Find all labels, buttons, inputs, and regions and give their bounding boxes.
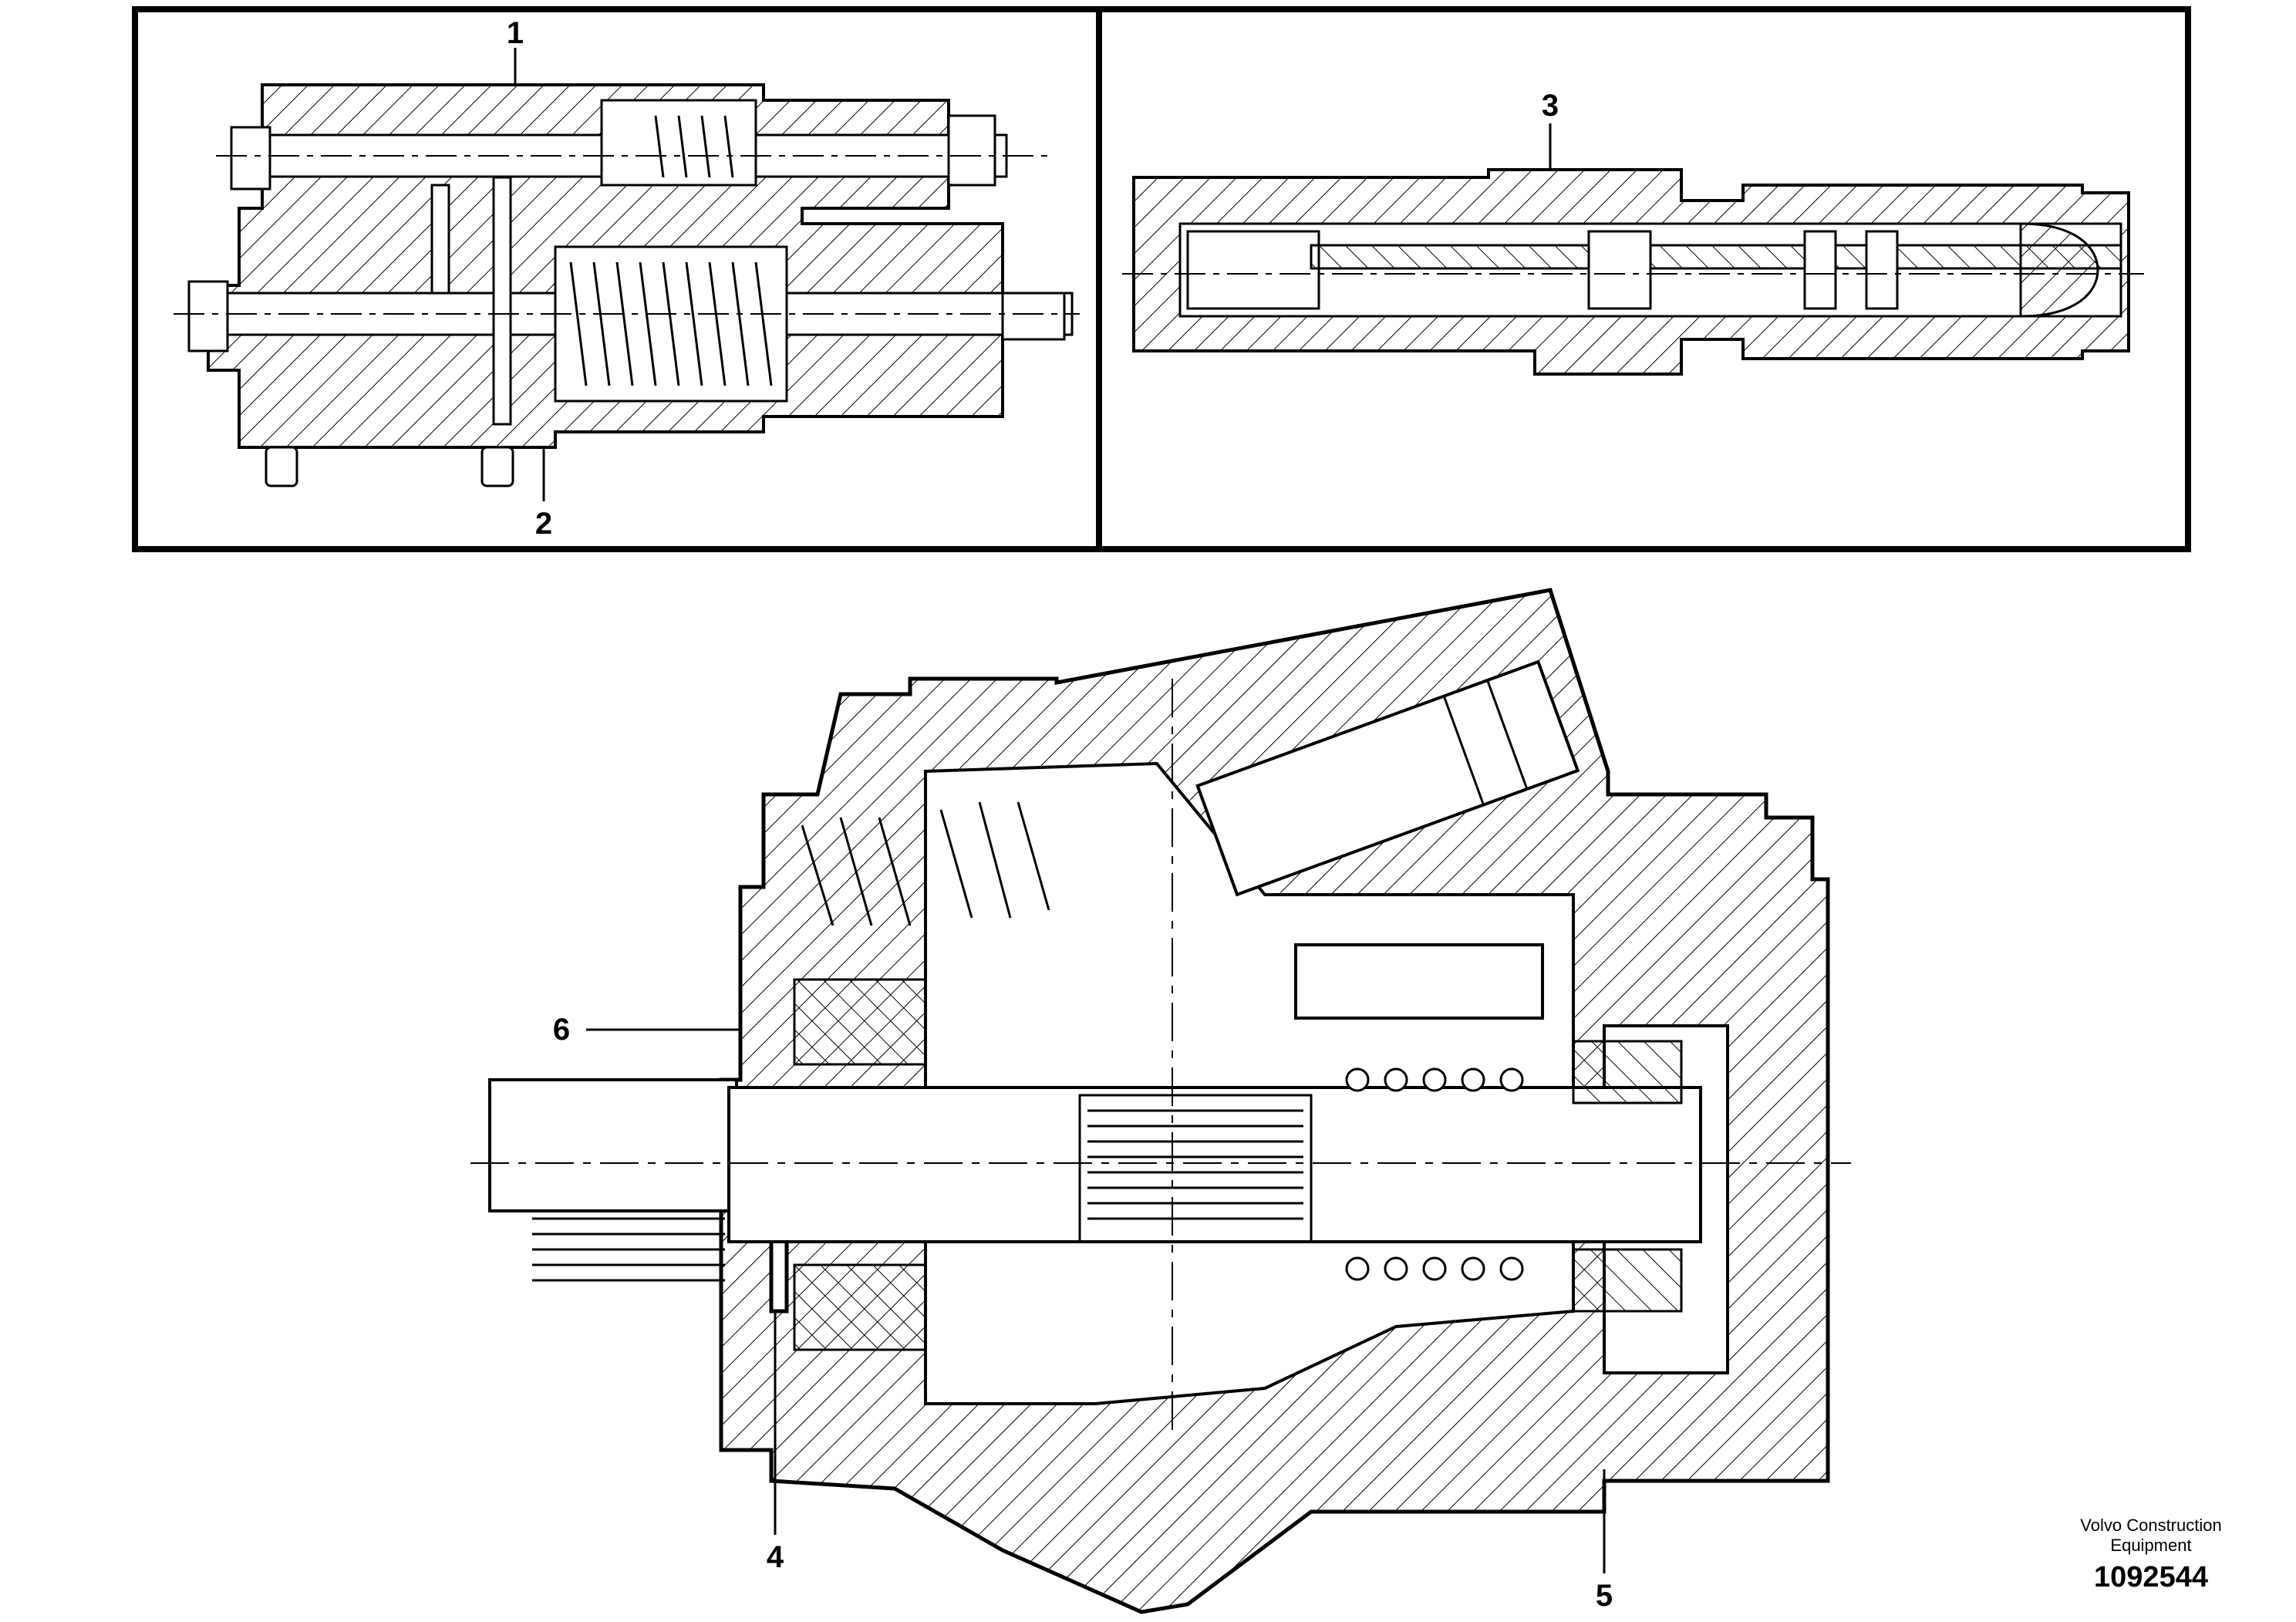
callout-3: 3 <box>1542 89 1559 123</box>
callout-1: 1 <box>507 16 524 50</box>
callout-5: 5 <box>1596 1579 1613 1613</box>
pump-cross-section <box>470 588 1851 1614</box>
callout-2: 2 <box>535 507 552 541</box>
pressure-valve-detail-panel <box>1096 6 2191 552</box>
callout-labels: 1 2 3 4 5 6 <box>507 16 1613 1613</box>
callout-4: 4 <box>767 1540 784 1574</box>
document-number: 1092544 <box>2094 1561 2208 1593</box>
control-valve-detail-panel <box>132 6 1102 552</box>
publisher-label: Volvo Construction Equipment <box>2080 1516 2222 1555</box>
callout-6: 6 <box>553 1013 570 1047</box>
